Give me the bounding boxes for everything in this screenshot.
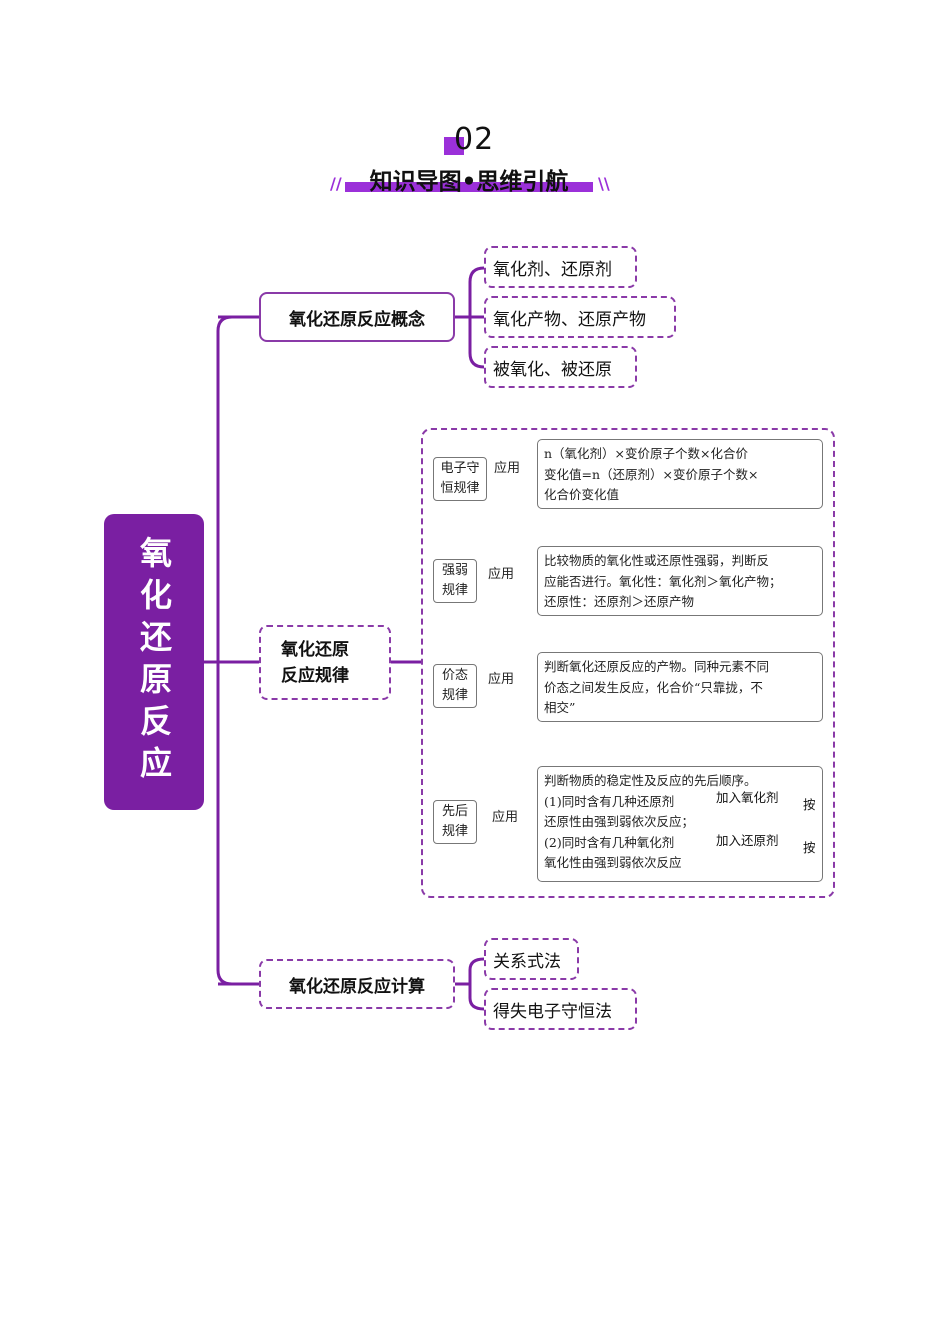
rule-desc-valence: 判断氧化还原反应的产物。同种元素不同 价态之间发生反应，化合价“只靠拢，不 相交…: [537, 652, 823, 722]
section-number-highlight: [444, 137, 464, 155]
leaf-electron-conservation-method: 得失电子守恒法: [484, 988, 637, 1030]
desc-line: 价态之间发生反应，化合价“只靠拢，不: [544, 679, 763, 695]
rule-order: 先后 规律: [433, 800, 477, 844]
rule-strength: 强弱 规律: [433, 559, 477, 603]
desc-line: (1)同时含有几种还原剂: [544, 793, 675, 809]
desc-line: 化合价变化值: [544, 487, 620, 502]
apply-label: 应用: [488, 672, 515, 687]
branch-calc-label: 氧化还原反应计算: [289, 976, 425, 997]
section-number-text: 02: [454, 122, 495, 157]
arrow-label-add-reductant: 加入还原剂: [716, 833, 779, 848]
rule-name-line1: 先后: [441, 804, 468, 819]
desc-line: 还原性由强到弱依次反应；: [544, 814, 695, 829]
desc-line: 变化值=n（还原剂）×变价原子个数×: [544, 466, 759, 482]
leaf-label: 氧化产物、还原产物: [493, 309, 646, 330]
section-number: 02: [444, 122, 514, 158]
rule-desc-strength: 比较物质的氧化性或还原性强弱，判断反 应能否进行。氧化性：氧化剂＞氧化产物； 还…: [537, 546, 823, 616]
title-deco-left: //: [330, 174, 342, 193]
rule-desc-electron: n（氧化剂）×变价原子个数×化合价 变化值=n（还原剂）×变价原子个数× 化合价…: [537, 439, 823, 509]
root-label: 氧化还原反应: [135, 536, 173, 788]
branch-concept: 氧化还原反应概念: [259, 292, 455, 342]
rule-name-line1: 价态: [441, 668, 468, 683]
leaf-products: 氧化产物、还原产物: [484, 296, 676, 338]
section-title-text: 知识导图•思维引航: [369, 169, 569, 195]
apply-label: 应用: [488, 567, 515, 582]
rule-name-line2: 恒规律: [440, 481, 480, 496]
rule-electron-conservation: 电子守 恒规律: [433, 457, 487, 501]
arrow-after-text: 按: [803, 797, 816, 812]
desc-line: (2)同时含有几种氧化剂: [544, 834, 675, 850]
branch-rules: 氧化还原 反应规律: [259, 625, 391, 700]
rule-valence: 价态 规律: [433, 664, 477, 708]
root-node: 氧化还原反应: [104, 514, 204, 810]
arrow-after-text: 按: [803, 840, 816, 855]
desc-line: n（氧化剂）×变价原子个数×化合价: [544, 446, 748, 461]
rule-name-line2: 规律: [441, 583, 468, 598]
rule-name-line2: 规律: [441, 824, 468, 839]
leaf-label: 关系式法: [493, 951, 561, 972]
leaf-label: 氧化剂、还原剂: [493, 259, 612, 280]
section-title-underline: [345, 182, 593, 192]
desc-line: 应能否进行。氧化性：氧化剂＞氧化产物；: [544, 573, 782, 589]
desc-line: 相交”: [544, 700, 576, 715]
branch-calc: 氧化还原反应计算: [259, 959, 455, 1009]
desc-line: 氧化性由强到弱依次反应: [544, 855, 682, 870]
rule-name-line1: 电子守: [440, 461, 480, 476]
branch-concept-label: 氧化还原反应概念: [289, 309, 425, 330]
leaf-oxidized-reduced: 被氧化、被还原: [484, 346, 637, 388]
rule-name-line1: 强弱: [441, 563, 468, 578]
desc-line: 还原性：还原剂＞还原产物: [544, 594, 695, 609]
leaf-label: 被氧化、被还原: [493, 359, 612, 380]
trunk-line: [216, 315, 233, 986]
branch-rules-label-line2: 反应规律: [281, 665, 349, 686]
section-title: 知识导图•思维引航: [345, 160, 595, 196]
leaf-relation-method: 关系式法: [484, 938, 579, 980]
desc-line: 判断物质的稳定性及反应的先后顺序。: [544, 773, 757, 788]
arrow-label-add-oxidant: 加入氧化剂: [716, 790, 779, 805]
desc-line: 比较物质的氧化性或还原性强弱，判断反: [544, 553, 770, 568]
apply-label: 应用: [494, 461, 521, 476]
apply-label: 应用: [492, 810, 519, 825]
rule-name-line2: 规律: [441, 688, 468, 703]
leaf-label: 得失电子守恒法: [493, 1001, 612, 1022]
branch-rules-label-line1: 氧化还原: [281, 639, 349, 660]
leaf-oxidant-reductant: 氧化剂、还原剂: [484, 246, 637, 288]
desc-line: 判断氧化还原反应的产物。同种元素不同: [544, 659, 770, 674]
rule-desc-order: 判断物质的稳定性及反应的先后顺序。 (1)同时含有几种还原剂 还原性由强到弱依次…: [537, 766, 823, 882]
title-deco-right: \\: [598, 174, 610, 193]
